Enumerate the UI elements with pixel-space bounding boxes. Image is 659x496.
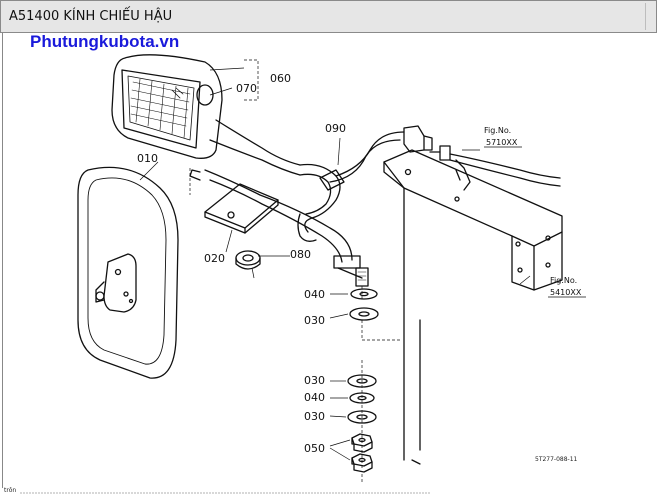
diagram-frame <box>0 33 659 496</box>
mirror-arm <box>189 169 363 279</box>
label-020: 020 <box>204 252 225 265</box>
fig-ref-1-title: Fig.No. <box>484 126 511 135</box>
grommet-080 <box>235 250 261 270</box>
watermark: Phutungkubota.vn <box>30 32 180 51</box>
work-lamp <box>111 54 301 176</box>
title-bar: A51400 KÍNH CHIẾU HẬU <box>0 0 657 33</box>
label-080: 080 <box>290 248 311 261</box>
label-060: 060 <box>270 72 291 85</box>
label-040-upper: 040 <box>304 288 325 301</box>
washer-030-upper <box>349 307 379 321</box>
fig-ref-2-number: 5410XX <box>550 288 582 297</box>
label-040-lower: 040 <box>304 391 325 404</box>
page-title: A51400 KÍNH CHIẾU HẬU <box>9 9 173 24</box>
connector <box>403 125 561 191</box>
bracket-020 <box>204 183 279 234</box>
leader-lines <box>139 67 531 461</box>
diagram-code: 5T277-088-11 <box>535 456 578 463</box>
label-090: 090 <box>325 122 346 135</box>
frame-bracket <box>383 149 563 465</box>
footer-fragment: trôn <box>4 487 16 494</box>
label-030-lower-2: 030 <box>304 410 325 423</box>
fig-ref-2-title: Fig.No. <box>550 276 577 285</box>
label-030-lower-1: 030 <box>304 374 325 387</box>
cable-090 <box>297 131 405 242</box>
label-030-upper: 030 <box>304 314 325 327</box>
label-070: 070 <box>236 82 257 95</box>
mounting-bolt <box>355 267 369 287</box>
guide-lines <box>189 59 400 482</box>
label-010: 010 <box>137 152 158 165</box>
scroll-edge-icon <box>645 3 654 30</box>
frame-left-rule <box>2 33 3 488</box>
mirror <box>77 166 179 379</box>
fig-ref-1-number: 5710XX <box>486 138 518 147</box>
label-050: 050 <box>304 442 325 455</box>
washer-040-upper <box>350 288 378 300</box>
